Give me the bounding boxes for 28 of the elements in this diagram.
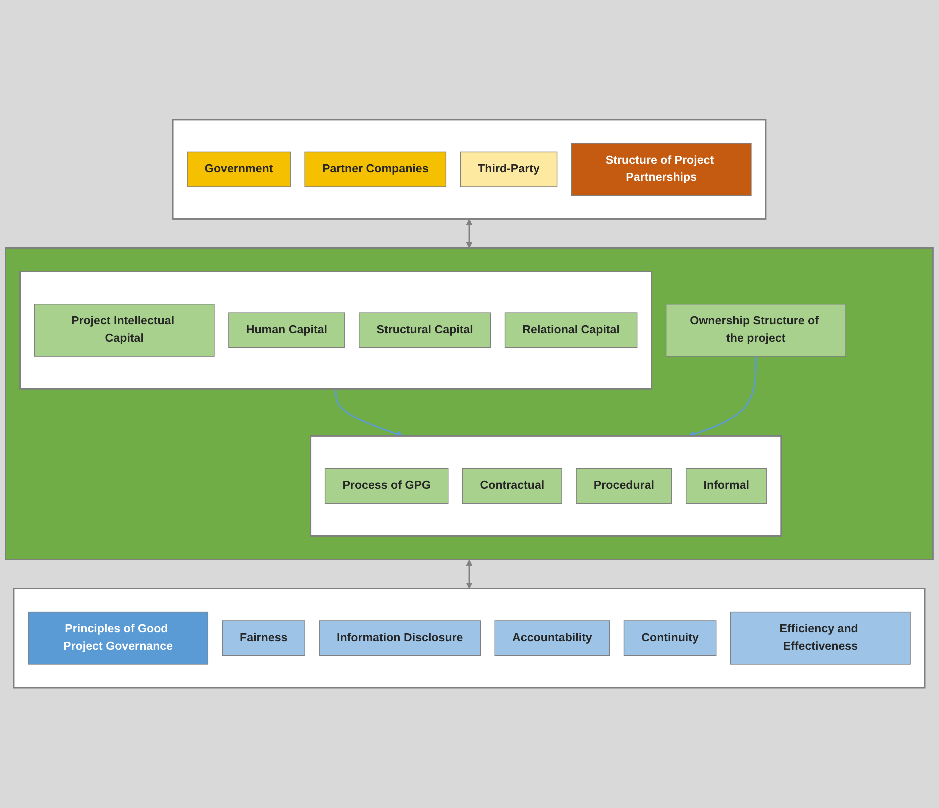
node-box: Accountability <box>494 620 610 656</box>
node-box: Human Capital <box>228 312 346 348</box>
cluster <box>13 588 926 689</box>
node-box: Fairness <box>222 620 306 656</box>
arrow <box>466 219 473 249</box>
cluster <box>20 271 653 390</box>
node-box: Information Disclosure <box>319 620 481 656</box>
node-box: Process of GPG <box>324 468 449 504</box>
node-box: Structural Capital <box>359 312 492 348</box>
node-box: Partner Companies <box>304 152 447 188</box>
node-box: Structure of Project Partnerships <box>571 143 752 196</box>
cluster <box>310 436 782 537</box>
arrow <box>466 560 473 590</box>
node-box: Ownership Structure of the project <box>666 304 846 357</box>
cluster <box>5 248 934 560</box>
cluster <box>172 119 767 220</box>
node-box: Continuity <box>624 620 717 656</box>
node-box: Efficiency and Effectiveness <box>730 612 911 665</box>
arrow <box>688 356 757 438</box>
node-box: Procedural <box>576 468 672 504</box>
node-box: Contractual <box>462 468 562 504</box>
node-box: Relational Capital <box>504 312 638 348</box>
node-box: Project Intellectual Capital <box>34 304 215 357</box>
node-box: Government <box>187 152 291 188</box>
node-box: Principles of Good Project Governance <box>28 612 209 665</box>
node-box: Informal <box>686 468 768 504</box>
arrow <box>335 389 404 438</box>
node-box: Third-Party <box>460 152 558 188</box>
